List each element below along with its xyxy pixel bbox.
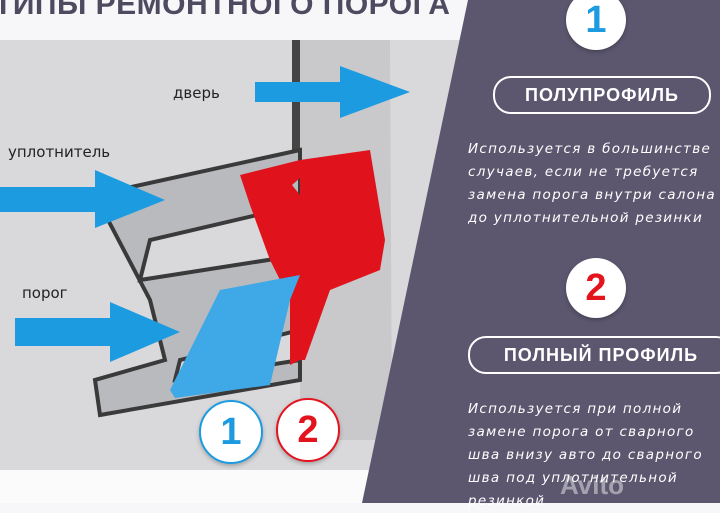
sill-profile — [92, 147, 302, 418]
option-2-title: ПОЛНЫЙ ПРОФИЛЬ — [468, 336, 720, 374]
page-title: ТИПЫ РЕМОНТНОГО ПОРОГА — [0, 0, 451, 21]
label-seal: уплотнитель — [8, 143, 111, 161]
door-arrow-icon — [255, 66, 410, 118]
option-1-number: 1 — [566, 0, 626, 50]
seal-arrow-icon — [0, 170, 165, 228]
sill-arrow-icon — [15, 302, 180, 362]
marker-2: 2 — [276, 398, 340, 462]
dark-panel — [362, 0, 720, 503]
profile-2-red — [240, 160, 300, 365]
avito-watermark: Avito — [560, 470, 625, 500]
option-1-title: ПОЛУПРОФИЛЬ — [493, 76, 711, 114]
label-sill: порог — [22, 284, 68, 302]
marker-1: 1 — [199, 400, 263, 464]
profile-1-blue — [170, 275, 300, 398]
option-1-description: Используется в большинстве случаев, если… — [468, 141, 716, 226]
option-2-number: 2 — [566, 258, 626, 318]
arrow-icons — [0, 66, 410, 362]
label-door: дверь — [173, 84, 220, 102]
